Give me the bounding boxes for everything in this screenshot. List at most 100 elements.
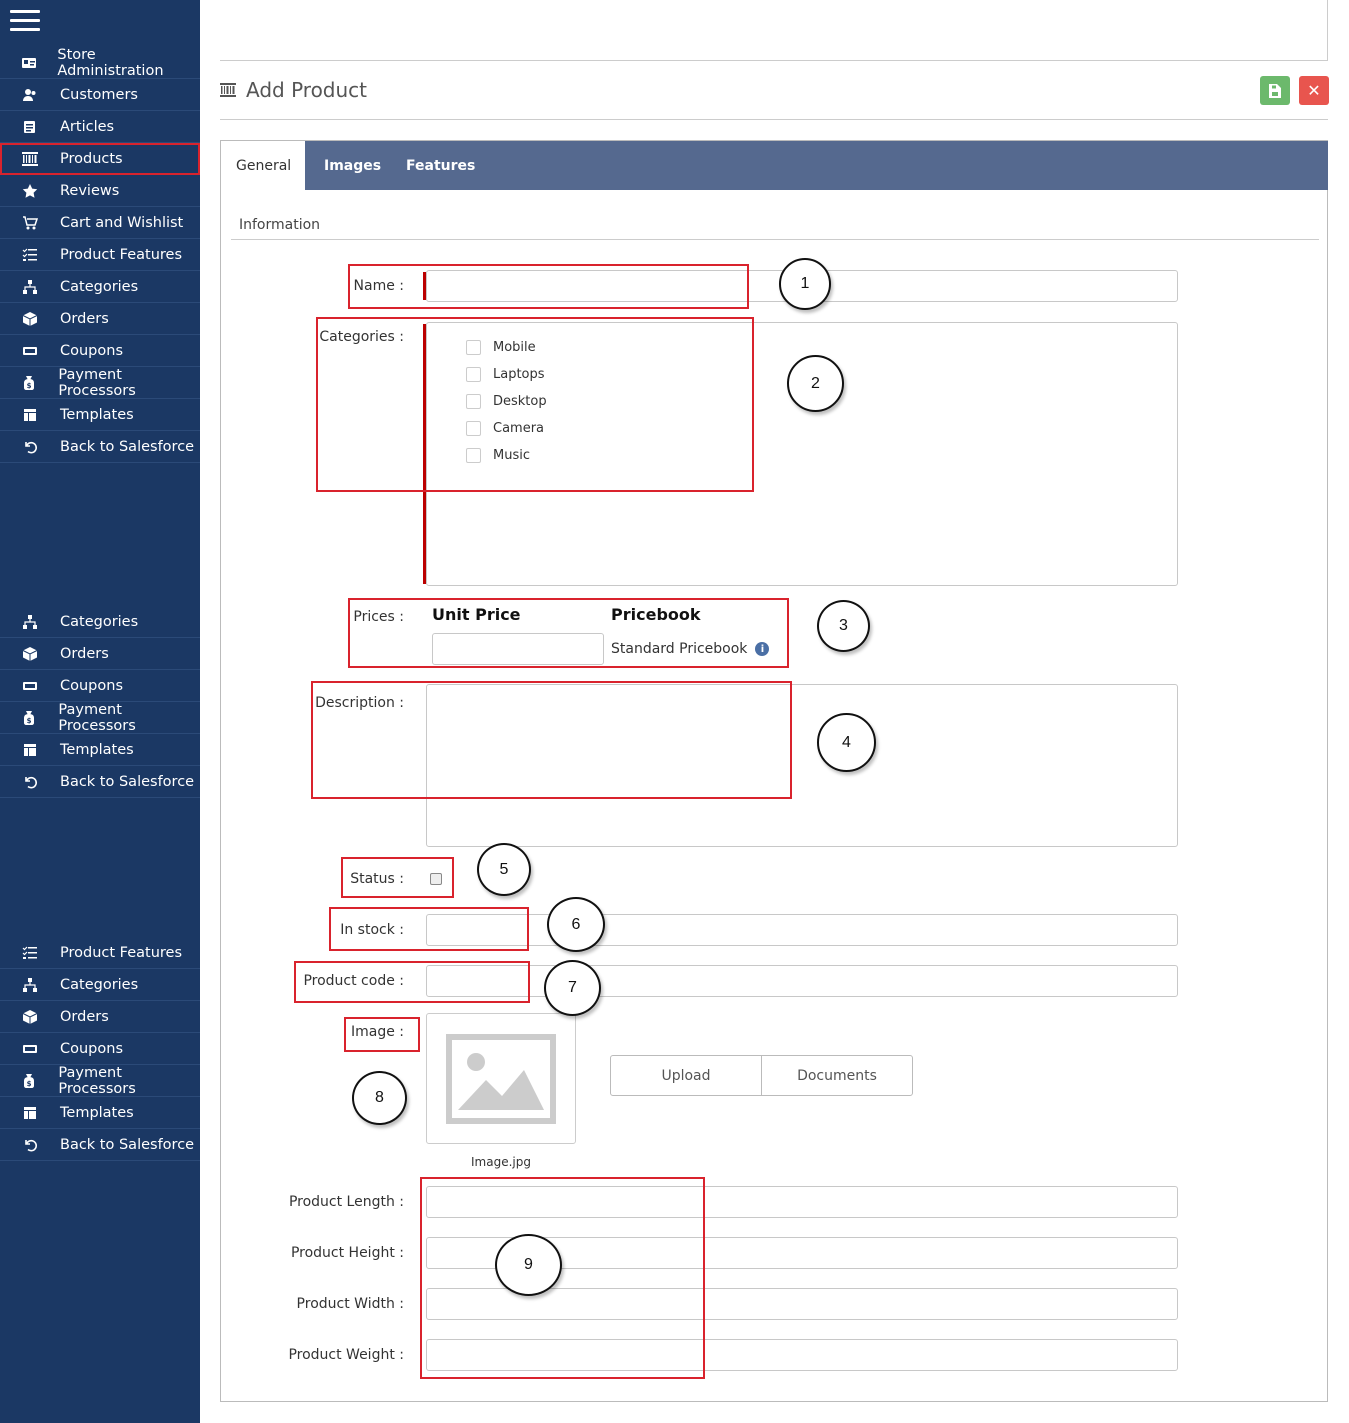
status-checkbox[interactable] <box>430 873 442 885</box>
ticket-icon <box>0 1041 60 1057</box>
tab-images[interactable]: Images <box>324 157 382 174</box>
categories-label: Categories : <box>319 329 404 345</box>
sidebar-item-cart-and-wishlist[interactable]: Cart and Wishlist <box>0 207 200 239</box>
image-filename: Image.jpg <box>471 1155 531 1169</box>
tab-features[interactable]: Features <box>406 157 476 174</box>
sidebar-item-articles[interactable]: Articles <box>0 111 200 143</box>
category-checkbox[interactable] <box>466 448 481 463</box>
annotation-box-prices <box>348 598 789 668</box>
annotation-number-4: 4 <box>817 713 876 772</box>
sidebar-item-product-features[interactable]: Product Features <box>0 239 200 271</box>
category-label: Music <box>493 448 530 463</box>
product-weight-input[interactable] <box>426 1339 1178 1371</box>
annotation-box-image <box>344 1017 420 1052</box>
close-button[interactable]: ✕ <box>1299 76 1329 105</box>
hamburger-menu-icon[interactable] <box>10 10 40 32</box>
sidebar-item-payment-processors[interactable]: $Payment Processors <box>0 702 200 734</box>
article-icon <box>0 119 60 135</box>
top-divider <box>220 60 1328 61</box>
category-option-desktop[interactable]: Desktop <box>466 394 547 409</box>
sidebar-item-back-to-salesforce[interactable]: Back to Salesforce <box>0 431 200 463</box>
sitemap-icon <box>0 977 60 993</box>
info-icon[interactable]: i <box>755 642 770 656</box>
sidebar-item-templates[interactable]: Templates <box>0 399 200 431</box>
annotation-number-3: 3 <box>817 600 870 652</box>
sidebar-item-categories[interactable]: Categories <box>0 271 200 303</box>
section-divider <box>231 239 1319 240</box>
category-option-laptops[interactable]: Laptops <box>466 367 545 382</box>
undo-icon <box>0 1137 60 1153</box>
category-label: Mobile <box>493 340 536 355</box>
category-checkbox[interactable] <box>466 340 481 355</box>
category-label: Laptops <box>493 367 545 382</box>
sidebar-item-coupons[interactable]: Coupons <box>0 1033 200 1065</box>
upload-button[interactable]: Upload <box>611 1056 762 1095</box>
sidebar-item-label: Categories <box>60 278 139 295</box>
sidebar-item-coupons[interactable]: Coupons <box>0 670 200 702</box>
category-option-camera[interactable]: Camera <box>466 421 544 436</box>
sidebar-item-payment-processors[interactable]: $Payment Processors <box>0 1065 200 1097</box>
sidebar-item-product-features[interactable]: Product Features <box>0 937 200 969</box>
sidebar-item-label: Payment Processors <box>58 366 136 399</box>
sidebar-item-back-to-salesforce[interactable]: Back to Salesforce <box>0 1129 200 1161</box>
sidebar-item-categories[interactable]: Categories <box>0 969 200 1001</box>
money-bag-icon: $ <box>0 710 58 726</box>
category-option-music[interactable]: Music <box>466 448 530 463</box>
page-title-text: Add Product <box>246 78 368 102</box>
product-weight-label: Product Weight : <box>288 1347 404 1363</box>
category-checkbox[interactable] <box>466 394 481 409</box>
template-icon <box>0 1105 60 1121</box>
product-code-input[interactable] <box>426 965 1178 997</box>
sidebar-item-store-administration[interactable]: Store Administration <box>0 47 200 79</box>
sidebar-item-orders[interactable]: Orders <box>0 303 200 335</box>
sidebar-item-categories[interactable]: Categories <box>0 606 200 638</box>
pricebook-header: Pricebook <box>611 605 701 624</box>
tab-general[interactable]: General <box>221 141 305 190</box>
section-heading-information: Information <box>239 217 321 233</box>
sidebar-item-products[interactable]: Products <box>0 143 200 175</box>
save-button[interactable] <box>1260 76 1290 105</box>
required-indicator <box>423 272 426 300</box>
description-textarea[interactable] <box>426 684 1178 847</box>
sidebar-item-label: Product Features <box>60 246 183 263</box>
sidebar-item-label: Back to Salesforce <box>60 773 195 790</box>
sidebar-item-back-to-salesforce[interactable]: Back to Salesforce <box>0 766 200 798</box>
users-icon <box>0 87 60 103</box>
category-checkbox[interactable] <box>466 421 481 436</box>
sidebar-item-label: Templates <box>60 406 134 423</box>
right-divider <box>1327 0 1328 60</box>
sidebar-item-label: Cart and Wishlist <box>60 214 184 231</box>
page-title: Add Product <box>220 78 367 102</box>
documents-button[interactable]: Documents <box>797 1067 877 1084</box>
sidebar-item-orders[interactable]: Orders <box>0 1001 200 1033</box>
sidebar-item-reviews[interactable]: Reviews <box>0 175 200 207</box>
sidebar-item-customers[interactable]: Customers <box>0 79 200 111</box>
category-checkbox[interactable] <box>466 367 481 382</box>
star-icon <box>0 183 60 199</box>
sidebar-item-templates[interactable]: Templates <box>0 1097 200 1129</box>
image-preview[interactable] <box>426 1013 576 1144</box>
box-icon <box>0 1009 60 1025</box>
product-length-input[interactable] <box>426 1186 1178 1218</box>
undo-icon <box>0 439 60 455</box>
sidebar-item-coupons[interactable]: Coupons <box>0 335 200 367</box>
sidebar-item-orders[interactable]: Orders <box>0 638 200 670</box>
category-option-mobile[interactable]: Mobile <box>466 340 536 355</box>
unit-price-input[interactable] <box>432 633 604 665</box>
cart-icon <box>0 215 60 231</box>
sidebar-item-label: Orders <box>60 1008 109 1025</box>
sidebar-item-templates[interactable]: Templates <box>0 734 200 766</box>
sidebar-item-payment-processors[interactable]: $Payment Processors <box>0 367 200 399</box>
sidebar-item-label: Customers <box>60 86 138 103</box>
sidebar-item-label: Coupons <box>60 677 124 694</box>
annotation-number-1: 1 <box>779 258 831 310</box>
annotation-number-6: 6 <box>547 897 605 952</box>
list-check-icon <box>0 945 60 961</box>
sitemap-icon <box>0 279 60 295</box>
product-width-input[interactable] <box>426 1288 1178 1320</box>
sidebar-item-label: Templates <box>60 741 134 758</box>
in-stock-input[interactable] <box>426 914 1178 946</box>
